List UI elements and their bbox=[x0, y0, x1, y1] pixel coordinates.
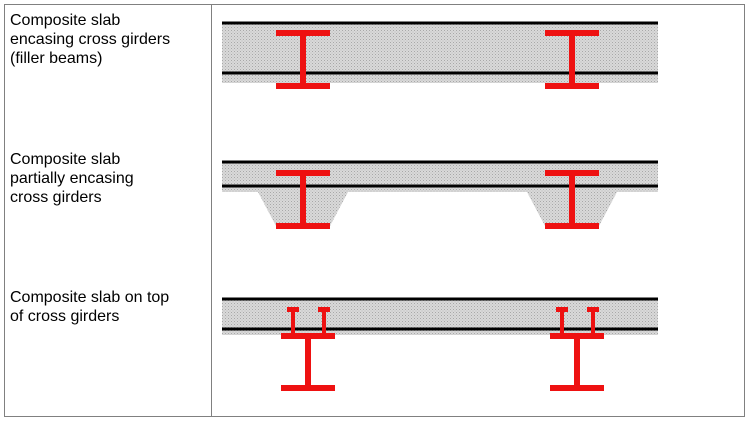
row-3-label-text: Composite slab on top of cross girders bbox=[10, 289, 170, 325]
diagram-partially-encasing bbox=[222, 160, 658, 229]
row-3-label: Composite slab on top of cross girders bbox=[10, 288, 200, 326]
diagram-slab-on-top bbox=[222, 297, 658, 391]
steel-i-beam bbox=[276, 30, 330, 89]
row-2-label-text: Composite slab partially encasing cross … bbox=[10, 151, 134, 206]
shear-connectors bbox=[556, 307, 599, 334]
table-frame bbox=[4, 4, 745, 417]
steel-i-beam bbox=[550, 333, 604, 391]
row-2-label: Composite slab partially encasing cross … bbox=[10, 150, 200, 207]
steel-i-beam bbox=[545, 30, 599, 89]
steel-i-beam bbox=[545, 170, 599, 229]
steel-i-beam bbox=[281, 333, 335, 391]
row-1-label: Composite slab encasing cross girders (f… bbox=[10, 11, 200, 68]
shear-connectors bbox=[287, 307, 330, 334]
row-1-label-text: Composite slab encasing cross girders (f… bbox=[10, 12, 171, 67]
steel-i-beam bbox=[276, 170, 330, 229]
column-divider bbox=[211, 5, 212, 416]
diagram-filler-beams bbox=[222, 21, 658, 89]
